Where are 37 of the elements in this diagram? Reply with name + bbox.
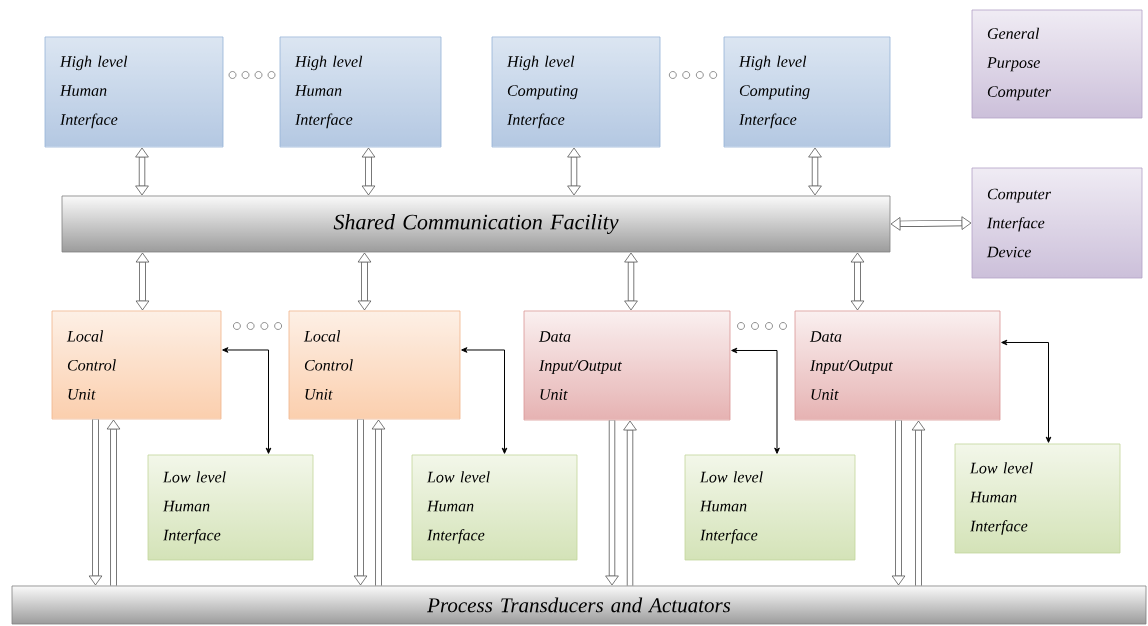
block-arrow [808,147,822,196]
block-arrow [106,419,121,586]
block-arrow [891,420,906,586]
block-arrow [605,420,619,586]
block-arrow [135,252,150,311]
interface-box: Low level Human Interface [684,454,856,561]
interface-box: Low level Human Interface [411,454,578,561]
arrow [222,347,272,454]
computer-box: General Purpose Computer [971,9,1143,119]
arrow [1001,339,1052,443]
unit-box: Local Control Unit [288,310,461,420]
block-arrow [361,147,376,196]
unit-box: Data Input/Output Unit [794,310,1001,421]
bus-bar: Shared Communication Facility [61,195,891,253]
block-arrow [353,419,368,586]
arrow [461,347,508,454]
block-arrow [357,252,372,311]
bus-bar: Process Transducers and Actuators [11,585,1147,625]
block-arrow [567,147,581,196]
interface-box: High level Computing Interface [491,36,661,148]
block-arrow [371,419,386,586]
unit-box: Local Control Unit [51,310,222,420]
interface-box: High level Human Interface [44,36,224,148]
block-arrow [135,147,149,196]
interface-box: Low level Human Interface [147,454,314,561]
block-arrow [623,420,637,586]
block-arrow [624,252,638,311]
interface-box: Low level Human Interface [954,443,1121,554]
interface-box: High level Computing Interface [723,36,891,148]
block-arrow [890,216,972,231]
block-arrow [850,252,865,311]
device-box: Computer Interface Device [971,167,1143,279]
interface-box: High level Human Interface [279,36,442,148]
arrow [731,347,780,454]
unit-box: Data Input/Output Unit [523,310,731,421]
block-arrow [911,420,926,586]
block-arrow [88,419,103,586]
